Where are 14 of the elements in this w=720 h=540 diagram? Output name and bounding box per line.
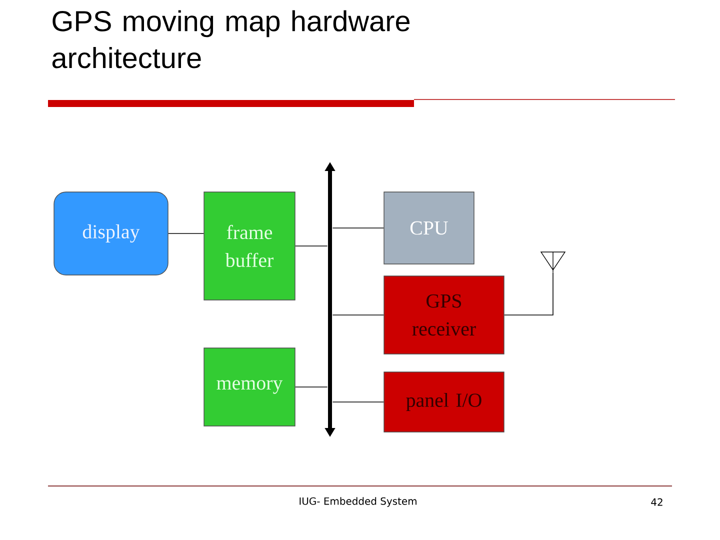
connector-line <box>168 233 204 234</box>
memory-box: memory <box>204 348 296 426</box>
connector-line <box>294 386 328 388</box>
gps-receiver-box: GPS receiver <box>384 276 504 354</box>
connector-line <box>332 314 384 316</box>
display-box: display <box>54 192 168 276</box>
footer-text: IUG- Embedded System <box>300 497 416 507</box>
page-number: 42 <box>651 498 662 506</box>
antenna-symbol <box>540 252 566 272</box>
frame-buffer-box: frame buffer <box>204 192 296 300</box>
panel-io-box: panel I/O <box>384 372 504 432</box>
cpu-box: CPU <box>384 192 474 264</box>
title: GPS moving map hardware architecture <box>52 10 410 68</box>
connector-line <box>504 272 554 316</box>
